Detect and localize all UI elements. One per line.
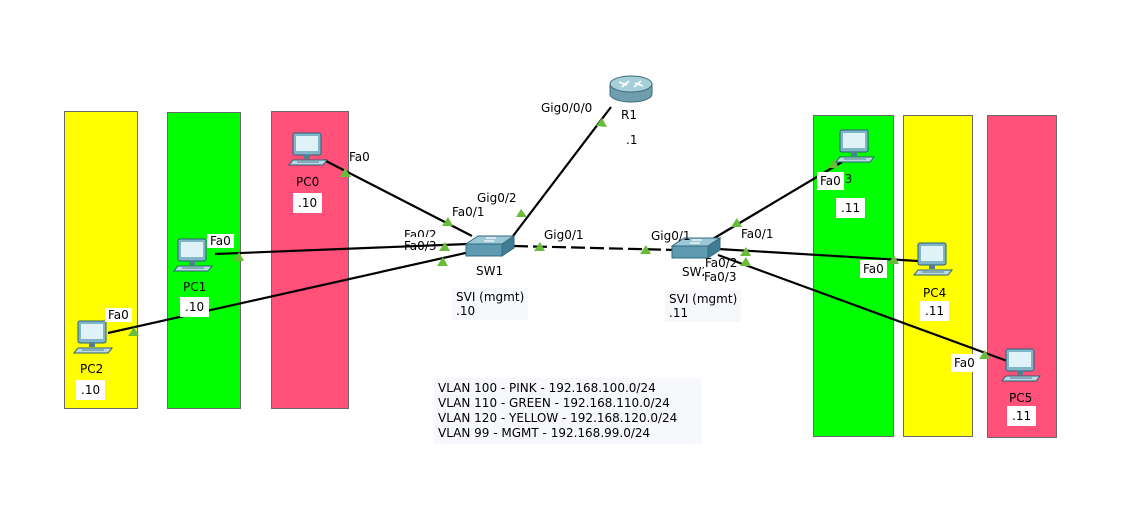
svi-addr: .11 (669, 306, 689, 320)
port-indicator (731, 218, 742, 227)
svi-label: SVI (mgmt) (456, 290, 525, 304)
port-label-pc3: Fa0 (817, 172, 844, 190)
port-indicator (340, 168, 351, 177)
port-label-sw2-fa02: Fa0/2 (705, 256, 738, 270)
device-name-sw1: SW1 (476, 264, 504, 278)
pc-icon (72, 320, 114, 354)
device-name-r1: R1 (621, 108, 637, 122)
vlan-zone-pink-right (987, 115, 1057, 438)
device-addr-pc3: .11 (836, 198, 866, 218)
port-label-sw1-gig01: Gig0/1 (544, 228, 584, 242)
switch-icon (670, 237, 722, 259)
port-label-sw2-fa01: Fa0/1 (741, 227, 774, 241)
pc-icon (912, 242, 954, 276)
pc-icon (1000, 348, 1042, 382)
link-pc2-sw1 (107, 250, 471, 335)
device-name-pc2: PC2 (80, 362, 104, 376)
svi-box-sw1: SVI (mgmt) .10 (452, 288, 529, 320)
vlan-zone-yellow-right (903, 115, 973, 437)
port-indicator (439, 242, 450, 251)
port-indicator (828, 159, 839, 168)
port-label-sw1-gig02: Gig0/2 (477, 191, 517, 205)
device-name-sw2: SW2 (682, 265, 704, 279)
pc-icon (287, 132, 329, 166)
switch-icon (464, 235, 516, 257)
pc-icon (834, 129, 876, 163)
port-indicator (979, 350, 990, 359)
port-label-sw2-gig01: Gig0/1 (651, 229, 691, 243)
device-name-pc4: PC4 (923, 286, 947, 300)
port-label-pc1: Fa0 (207, 234, 234, 248)
device-addr-pc2: .10 (76, 380, 106, 400)
link-sw2-pc4 (717, 247, 919, 263)
device-addr-pc5: .11 (1007, 406, 1037, 426)
port-label-pc4: Fa0 (860, 260, 887, 278)
vlan-zone-yellow-left (64, 111, 138, 409)
device-addr-r1: .1 (626, 133, 638, 147)
port-indicator (442, 217, 453, 226)
svi-box-sw2: SVI (mgmt) .11 (665, 290, 742, 322)
port-label-pc0: Fa0 (349, 150, 370, 164)
port-label-sw1-fa03: Fa0/3 (404, 239, 437, 253)
pc-icon (172, 238, 214, 272)
port-label-pc5: Fa0 (951, 354, 978, 372)
port-indicator (516, 209, 527, 217)
port-indicator (640, 245, 651, 254)
legend-entry: VLAN 120 - YELLOW - 192.168.120.0/24 (438, 411, 678, 425)
legend-entry: VLAN 110 - GREEN - 192.168.110.0/24 (438, 396, 670, 410)
router-icon (609, 75, 653, 103)
legend-entry: VLAN 100 - PINK - 192.168.100.0/24 (438, 381, 656, 395)
link-sw2-pc5 (717, 253, 1011, 364)
port-indicator (534, 242, 545, 251)
device-addr-pc0: .10 (293, 193, 323, 213)
device-name-pc0: PC0 (296, 175, 320, 189)
device-name-pc5: PC5 (1009, 391, 1033, 405)
device-addr-pc1: .10 (180, 297, 210, 317)
port-label-pc2: Fa0 (105, 308, 132, 322)
port-indicator (437, 257, 448, 266)
vlan-legend: VLAN 100 - PINK - 192.168.100.0/24 VLAN … (434, 378, 702, 444)
port-indicator (128, 327, 139, 336)
port-indicator (740, 257, 751, 266)
port-indicator (740, 247, 751, 256)
legend-entry: VLAN 99 - MGMT - 192.168.99.0/24 (438, 426, 651, 440)
port-indicator (888, 255, 899, 264)
port-label-r1-gig000: Gig0/0/0 (541, 101, 593, 115)
device-addr-pc4: .11 (920, 301, 950, 321)
link-pc1-sw1 (214, 242, 469, 256)
link-r1-sw1 (509, 106, 612, 241)
port-label-sw1-fa02: Fa0/2 (404, 228, 437, 237)
svi-label: SVI (mgmt) (669, 292, 738, 306)
port-indicator (596, 118, 607, 127)
port-label-sw2-fa03: Fa0/3 (704, 270, 737, 284)
port-indicator (233, 252, 244, 261)
svi-addr: .10 (456, 304, 476, 318)
device-name-pc1: PC1 (183, 280, 207, 294)
port-label-sw1-fa01: Fa0/1 (452, 205, 485, 219)
